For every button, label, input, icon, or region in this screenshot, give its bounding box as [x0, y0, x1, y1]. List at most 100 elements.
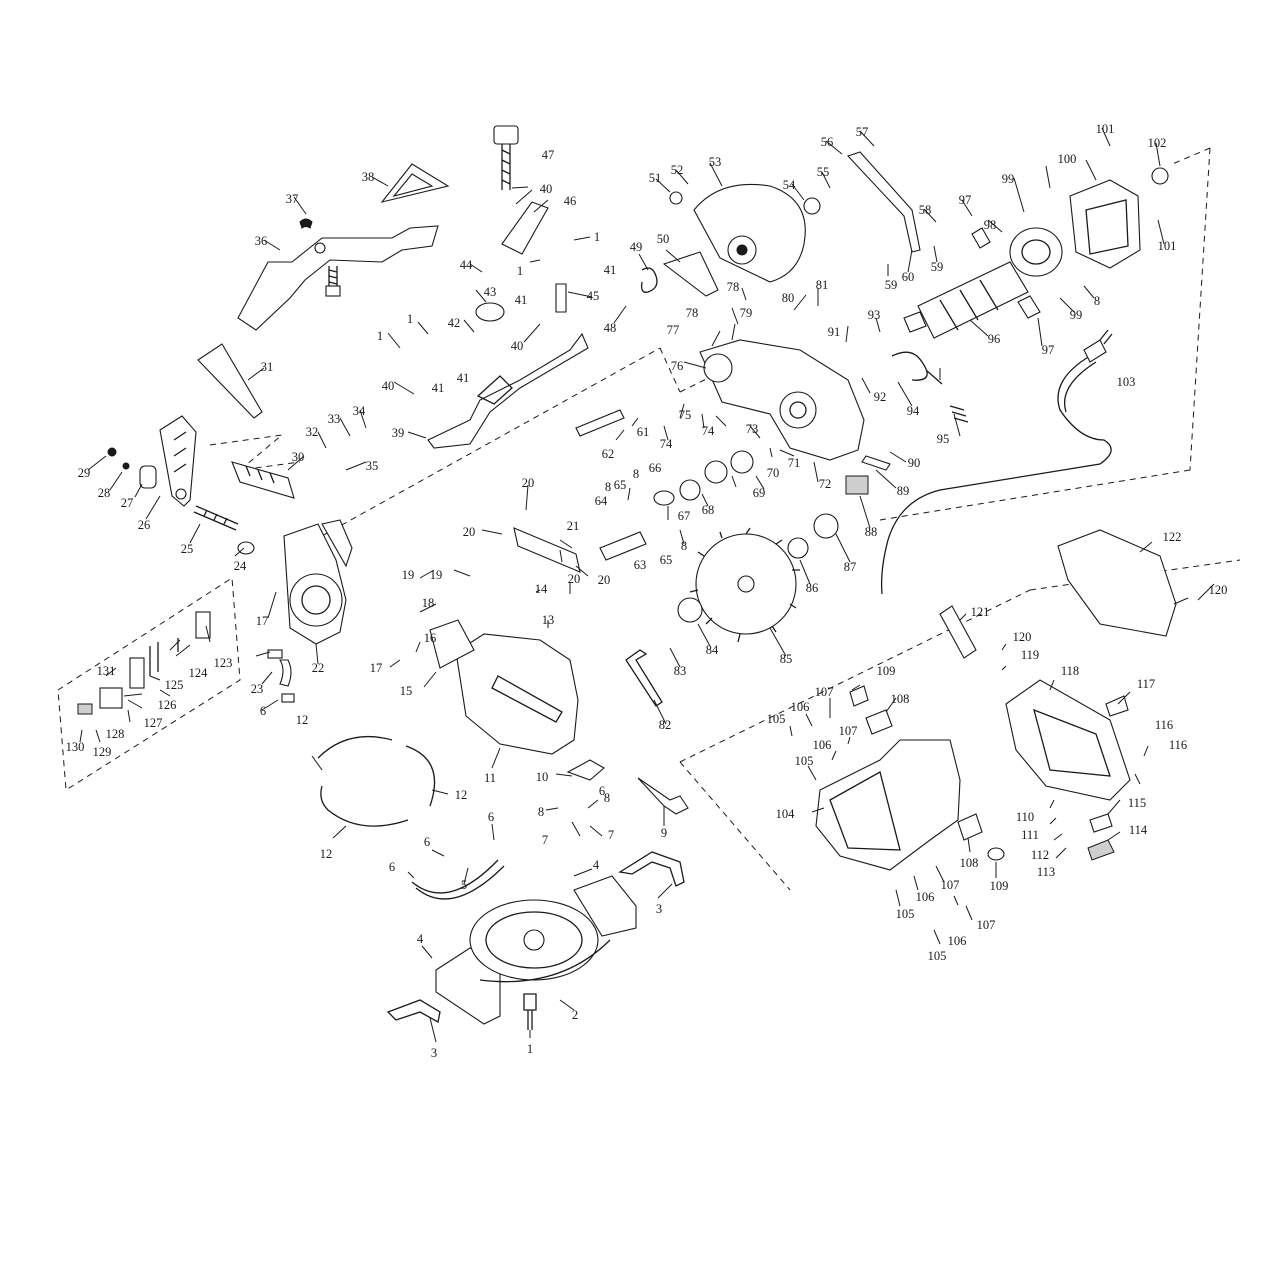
callout-label-12: 12	[320, 847, 333, 861]
clip-part	[299, 218, 313, 229]
callout-label-87: 87	[844, 560, 857, 574]
callout-label-8: 8	[605, 480, 611, 494]
hex-wrench-part	[625, 649, 663, 707]
callout-label-108: 108	[960, 856, 979, 870]
callout-label-114: 114	[1129, 823, 1148, 837]
callout-label-66: 66	[649, 461, 662, 475]
callout-label-118: 118	[1061, 664, 1079, 678]
callout-label-121: 121	[971, 605, 990, 619]
callout-label-99: 99	[1002, 172, 1015, 186]
power-cord-part	[880, 329, 1113, 595]
label-plate-part	[845, 475, 869, 495]
guide-rail-part	[513, 527, 581, 573]
screwdriver-part	[637, 777, 689, 815]
callout-label-127: 127	[144, 716, 163, 730]
callout-label-110: 110	[1016, 810, 1034, 824]
callout-label-26: 26	[138, 518, 151, 532]
callout-label-41: 41	[457, 371, 470, 385]
saw-blade-part	[689, 527, 800, 643]
callout-label-73: 73	[746, 422, 759, 436]
callout-label-95: 95	[937, 432, 950, 446]
callout-label-23: 23	[251, 682, 264, 696]
callout-label-39: 39	[392, 426, 405, 440]
handle-housing-part	[1005, 679, 1131, 801]
switch-115-part	[1089, 813, 1113, 833]
brush-cap-109b-part	[987, 847, 1005, 861]
callout-label-57: 57	[856, 125, 869, 139]
callout-label-111: 111	[1021, 828, 1039, 842]
callout-label-36: 36	[255, 234, 268, 248]
callout-label-105: 105	[795, 754, 814, 768]
bearing-67-part	[679, 479, 701, 501]
callout-label-103: 103	[1117, 375, 1136, 389]
callout-label-40: 40	[382, 379, 395, 393]
callout-label-58: 58	[919, 203, 932, 217]
callout-label-61: 61	[637, 425, 650, 439]
callout-label-41: 41	[432, 381, 445, 395]
carry-handle-part	[618, 851, 685, 887]
callout-label-81: 81	[816, 278, 829, 292]
callout-label-43: 43	[484, 285, 497, 299]
callout-label-48: 48	[604, 321, 617, 335]
callout-label-101: 101	[1096, 122, 1115, 136]
callout-label-4: 4	[593, 858, 600, 872]
callout-label-107: 107	[839, 724, 858, 738]
callout-label-33: 33	[328, 412, 341, 426]
callout-label-20: 20	[463, 525, 476, 539]
callout-label-75: 75	[679, 408, 692, 422]
callout-label-20: 20	[522, 476, 535, 490]
callout-label-72: 72	[819, 477, 832, 491]
callout-label-124: 124	[189, 666, 209, 680]
callout-label-16: 16	[424, 631, 437, 645]
flange-87-part	[813, 513, 839, 539]
callout-label-50: 50	[657, 232, 670, 246]
callout-label-7: 7	[608, 828, 614, 842]
callout-label-41: 41	[604, 263, 617, 277]
callout-label-35: 35	[366, 459, 379, 473]
sleeve-6a-part	[267, 649, 283, 659]
callout-label-4: 4	[417, 932, 424, 946]
callout-label-63: 63	[634, 558, 647, 572]
callout-label-8: 8	[633, 467, 639, 481]
bearing-cover-part	[1009, 227, 1063, 277]
fence-arm-part	[237, 225, 439, 331]
lever-part	[501, 201, 549, 255]
callout-label-13: 13	[542, 613, 555, 627]
callout-label-40: 40	[540, 182, 553, 196]
callout-label-115: 115	[1128, 796, 1146, 810]
callout-label-96: 96	[988, 332, 1001, 346]
callout-label-8: 8	[538, 805, 544, 819]
callout-label-1: 1	[377, 329, 383, 343]
callout-label-120: 120	[1209, 583, 1228, 597]
callout-label-6: 6	[260, 704, 266, 718]
callout-label-102: 102	[1148, 136, 1167, 150]
callout-label-90: 90	[908, 456, 921, 470]
callout-label-54: 54	[783, 178, 796, 192]
callout-label-129: 129	[93, 745, 112, 759]
callout-label-76: 76	[671, 359, 684, 373]
callout-label-106: 106	[916, 890, 935, 904]
callout-label-44: 44	[460, 258, 473, 272]
callout-label-65: 65	[660, 553, 673, 567]
callout-label-106: 106	[791, 700, 810, 714]
callout-label-29: 29	[78, 466, 91, 480]
callout-label-91: 91	[828, 325, 841, 339]
callout-label-22: 22	[312, 661, 325, 675]
retaining-ring-part	[317, 735, 436, 827]
callout-label-55: 55	[817, 165, 830, 179]
callout-label-3: 3	[431, 1046, 437, 1060]
callout-label-12: 12	[296, 713, 309, 727]
bushing-102-part	[1151, 167, 1169, 185]
callout-label-105: 105	[928, 949, 947, 963]
washer-54-part	[803, 197, 821, 215]
callout-label-2: 2	[572, 1008, 578, 1022]
callout-label-49: 49	[630, 240, 643, 254]
switch-clip-part	[1105, 695, 1129, 717]
callout-label-68: 68	[702, 503, 715, 517]
brush-holder-108b-part	[957, 813, 983, 841]
callout-label-47: 47	[542, 148, 555, 162]
callout-label-53: 53	[709, 155, 722, 169]
callout-label-101: 101	[1158, 239, 1177, 253]
callout-label-82: 82	[659, 718, 672, 732]
